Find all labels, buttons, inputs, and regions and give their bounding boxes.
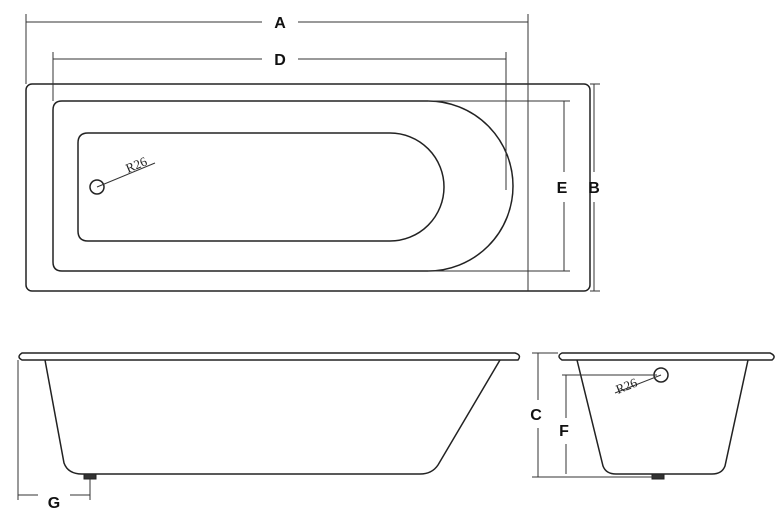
end-view-drain-leader (614, 374, 662, 394)
dimension-e: E (428, 100, 570, 272)
dimension-g-label: G (48, 495, 60, 512)
top-view-drain (89, 179, 105, 195)
top-view-outer-rim (25, 83, 591, 292)
top-view-inner-rim (52, 100, 514, 272)
side-view-rim (18, 352, 521, 361)
dimension-c: C (530, 352, 660, 478)
dimension-d-label: D (274, 52, 286, 69)
end-view-drain-radius-label: R26 (614, 375, 640, 397)
dimension-d: D (52, 52, 507, 190)
dimension-f: F (559, 374, 657, 474)
side-view (18, 352, 521, 480)
dimension-b-label: B (588, 180, 600, 197)
side-view-body (44, 359, 501, 475)
end-view: R26 (558, 352, 775, 480)
top-view-drain-leader (96, 162, 156, 188)
end-view-body (576, 359, 749, 475)
dimension-b: B (588, 83, 600, 292)
top-view-basin-floor (77, 132, 445, 242)
dimension-g: G (17, 360, 91, 512)
side-view-foot (83, 473, 97, 480)
top-view: R26 (25, 83, 591, 292)
top-view-drain-radius-label: R26 (123, 153, 149, 175)
end-view-rim (558, 352, 775, 361)
dimension-f-label: F (559, 423, 569, 440)
dimension-c-label: C (530, 407, 542, 424)
dimension-a: A (25, 14, 529, 291)
dimension-a-label: A (274, 15, 286, 32)
dimension-e-label: E (557, 180, 568, 197)
